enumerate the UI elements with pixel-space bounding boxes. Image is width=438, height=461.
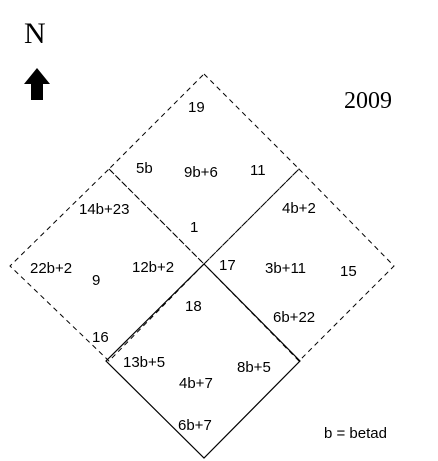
legend-text: b = betad — [324, 425, 387, 442]
label-4b-plus-7: 4b+7 — [179, 375, 213, 392]
label-8b-plus-5: 8b+5 — [237, 359, 271, 376]
label-11: 11 — [250, 162, 266, 179]
label-6b-plus-22: 6b+22 — [273, 309, 315, 326]
label-15: 15 — [340, 263, 357, 280]
north-label: N — [24, 17, 46, 50]
label-9: 9 — [92, 272, 100, 289]
label-16: 16 — [92, 329, 109, 346]
label-3b-plus-11: 3b+11 — [265, 260, 306, 277]
label-14b-plus-23: 14b+23 — [79, 201, 129, 218]
label-5b: 5b — [136, 160, 153, 177]
label-6b-plus-7: 6b+7 — [178, 417, 212, 434]
north-arrow-icon — [24, 68, 50, 100]
label-4b-plus-2: 4b+2 — [282, 200, 316, 217]
left-dashed-plot — [9, 168, 205, 362]
bottom-solid-plot — [105, 263, 301, 459]
right-dashed-plot — [203, 168, 395, 362]
label-1: 1 — [190, 219, 198, 236]
label-13b-plus-5: 13b+5 — [123, 354, 165, 371]
label-9b-plus-6: 9b+6 — [184, 164, 218, 181]
label-19: 19 — [188, 99, 205, 116]
label-12b-plus-2: 12b+2 — [132, 259, 174, 276]
year-label: 2009 — [344, 88, 392, 114]
label-22b-plus-2: 22b+2 — [30, 260, 72, 277]
label-17: 17 — [219, 257, 236, 274]
label-18: 18 — [185, 298, 202, 315]
